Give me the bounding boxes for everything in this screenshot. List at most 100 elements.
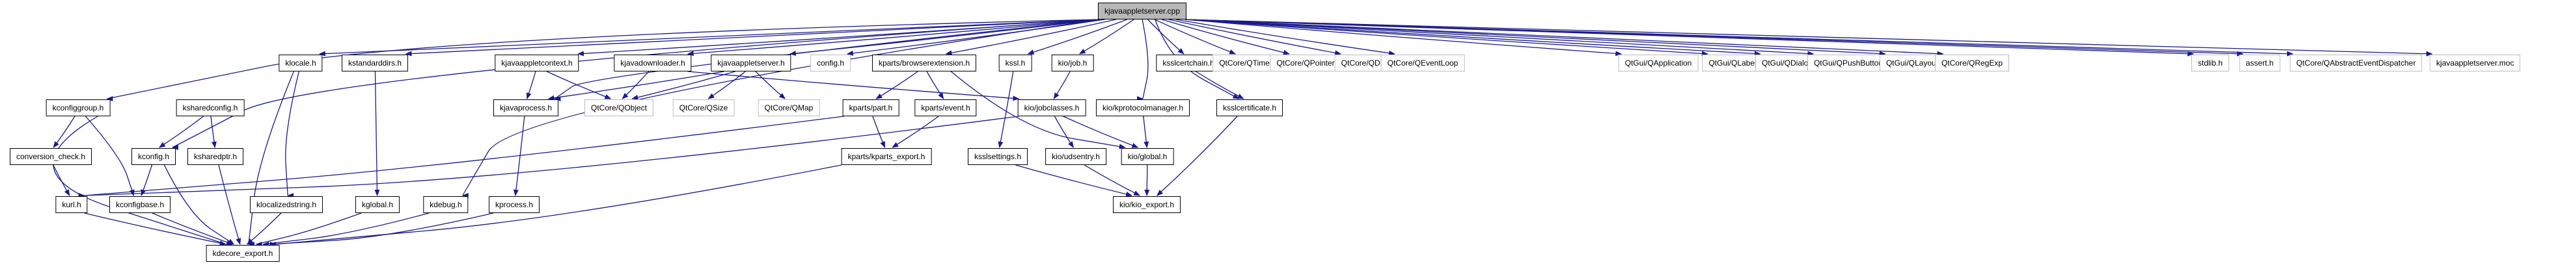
include-edge-kconfiggroup-to-kdecore_export (53, 116, 227, 246)
include-edge-ksharedptr-to-kdecore_export (218, 164, 241, 245)
graph-node-kdecore_export[interactable]: kdecore_export.h (206, 245, 280, 262)
graph-node-kglobal[interactable]: kglobal.h (355, 196, 400, 213)
include-edge-ksharedconfig-to-ksharedptr (210, 116, 217, 148)
include-edge-cpp-to-qlabel (1185, 19, 1708, 57)
include-edge-ksharedconfig-to-kconfig (158, 116, 204, 148)
graph-node-kioglobal[interactable]: kio/global.h (1121, 148, 1174, 165)
include-edge-jobclasses-to-kurl (83, 116, 1019, 198)
include-edge-kconfig-to-kdecore_export (163, 164, 235, 245)
include-edge-cpp-to-kdebug (462, 19, 1099, 196)
graph-node-cpp: kjavaappletserver.cpp (1097, 3, 1187, 19)
graph-node-kconfig[interactable]: kconfig.h (131, 148, 176, 165)
graph-node-kiojob[interactable]: kio/job.h (1051, 55, 1094, 71)
include-edge-kconfiggroup-to-conversion_check (53, 116, 75, 148)
include-edge-kjavaappletcontext-to-qobject (546, 71, 612, 99)
include-edge-cpp-to-kprotocolmanager (1141, 19, 1149, 99)
graph-node-ksslcertchain[interactable]: ksslcertchain.h (1156, 55, 1221, 71)
graph-node-kurl[interactable]: kurl.h (55, 196, 88, 213)
graph-node-kssl[interactable]: kssl.h (998, 55, 1032, 71)
graph-node-qpushbutton: QtGui/QPushButton (1807, 55, 1890, 71)
graph-node-moc: kjavaappletserver.moc (2430, 55, 2521, 71)
include-edge-kglobal-to-kdecore_export (255, 212, 362, 246)
graph-node-ksslsettings[interactable]: ksslsettings.h (967, 148, 1028, 165)
graph-node-assert: assert.h (2239, 55, 2281, 71)
graph-node-kconfigbase[interactable]: kconfigbase.h (109, 196, 171, 213)
graph-node-ksharedptr[interactable]: ksharedptr.h (187, 148, 244, 165)
include-edge-jobclasses-to-udsentry (1054, 116, 1074, 148)
include-edge-ksslcertchain-to-ksslcertificate (1195, 71, 1244, 99)
include-edge-kconfig-to-kconfigbase (141, 164, 153, 196)
graph-node-jobclasses[interactable]: kio/jobclasses.h (1017, 99, 1086, 116)
include-edge-cpp-to-kconfig (172, 19, 1099, 148)
graph-node-qtimer: QtCore/QTimer (1213, 55, 1279, 71)
graph-node-kparts_export[interactable]: kparts/kparts_export.h (841, 148, 932, 165)
include-edge-udsentry-to-kio_export (1084, 164, 1140, 196)
graph-node-kjavadownloader[interactable]: kjavadownloader.h (614, 55, 692, 71)
graph-node-klocalizedstring[interactable]: klocalizedstring.h (249, 196, 323, 213)
graph-node-kstandarddirs[interactable]: kstandarddirs.h (341, 55, 409, 71)
include-edge-kprotocolmanager-to-kioglobal (1143, 116, 1149, 148)
include-edge-kprocess-to-kdecore_export (269, 212, 494, 247)
graph-node-kdebug[interactable]: kdebug.h (423, 196, 469, 213)
graph-node-ksharedconfig[interactable]: ksharedconfig.h (176, 99, 245, 116)
include-edge-cpp-to-ksslcertchain (1147, 19, 1185, 55)
include-edge-klocalizedstring-to-kdecore_export (246, 212, 282, 245)
include-edge-kurl-to-kdecore_export (84, 212, 226, 246)
graph-node-kjavaappletcontext[interactable]: kjavaappletcontext.h (495, 55, 579, 71)
include-edge-cpp-to-qdir (1168, 19, 1342, 56)
graph-node-kpart[interactable]: kparts/part.h (842, 99, 899, 116)
include-edge-cpp-to-browserextension (945, 19, 1116, 56)
graph-node-qobject: QtCore/QObject (584, 99, 654, 116)
include-edge-kparts_export-to-kdecore_export (275, 164, 842, 247)
include-edge-browserextension-to-kpart (875, 71, 918, 99)
include-edge-kjavaappletserver_h-to-qmap (755, 71, 786, 99)
graph-node-qaed: QtCore/QAbstractEventDispatcher (2290, 55, 2422, 71)
include-edge-cpp-to-kiojob (1078, 19, 1134, 55)
include-edge-cpp-to-qtimer (1154, 19, 1237, 55)
include-edge-cpp-to-moc (1185, 19, 2433, 57)
graph-node-kjavaprocess[interactable]: kjavaprocess.h (493, 99, 559, 116)
graph-node-qeventloop: QtCore/QEventLoop (1380, 55, 1465, 71)
include-edge-kjavaappletserver_h-to-qobject (631, 71, 735, 100)
graph-node-kprotocolmanager[interactable]: kio/kprotocolmanager.h (1095, 99, 1190, 116)
include-edge-kjavaappletcontext-to-kjavaprocess (526, 71, 536, 99)
include-edge-kssl-to-ksslsettings (998, 71, 1014, 148)
include-edge-cpp-to-config (846, 19, 1105, 56)
include-edge-kpart-to-kparts_export (872, 116, 886, 148)
graph-node-qpointer: QtCore/QPointer (1270, 55, 1341, 71)
include-edge-kconfiggroup-to-kconfigbase (85, 116, 135, 196)
graph-node-kconfiggroup[interactable]: kconfiggroup.h (46, 99, 111, 116)
graph-node-kio_export[interactable]: kio/kio_export.h (1112, 196, 1181, 213)
graph-node-config: config.h (810, 55, 851, 71)
include-edge-kpart-to-kurl (83, 116, 844, 198)
graph-node-stdlib: stdlib.h (2191, 55, 2230, 71)
graph-node-ksslcertificate[interactable]: ksslcertificate.h (1216, 99, 1283, 116)
include-edge-kjavadownloader-to-qobject (622, 71, 650, 99)
graph-node-browserextension[interactable]: kparts/browserextension.h (871, 55, 977, 71)
graph-node-conversion_check[interactable]: conversion_check.h (9, 148, 92, 165)
include-edge-klocale-to-klocalizedstring (284, 71, 299, 196)
graph-node-udsentry[interactable]: kio/udsentry.h (1045, 148, 1106, 165)
include-edge-ksslcertificate-to-kio_export (1157, 116, 1238, 196)
include-edge-cpp-to-kssl (1027, 19, 1127, 55)
graph-node-kevent[interactable]: kparts/event.h (914, 99, 977, 116)
graph-node-qlabel: QtGui/QLabel (1702, 55, 1763, 71)
graph-node-qregexp: QtCore/QRegExp (1934, 55, 2010, 71)
include-edge-kiojob-to-jobclasses (1053, 71, 1071, 99)
graph-node-klocale[interactable]: klocale.h (279, 55, 323, 71)
include-edge-browserextension-to-kioglobal (950, 71, 1126, 149)
include-edge-browserextension-to-kevent (926, 71, 944, 99)
include-edge-cpp-to-qdialog (1185, 19, 1761, 57)
include-edge-cpp-to-qaed (1185, 19, 2294, 57)
include-edge-cpp-to-kjavadownloader (687, 19, 1099, 57)
graph-node-kjavaappletserver_h[interactable]: kjavaappletserver.h (711, 55, 791, 71)
include-edge-kstandarddirs-to-kglobal (374, 71, 380, 196)
include-edge-kjavaappletserver_h-to-qsize (707, 71, 746, 99)
include-edge-cpp-to-qeventloop (1175, 19, 1395, 56)
graph-node-qsize: QtCore/QSize (672, 99, 735, 116)
include-edge-cpp-to-qapplication (1185, 19, 1623, 57)
include-edge-cpp-to-qpointer (1161, 19, 1290, 55)
graph-node-qlayout: QtGui/QLayout (1879, 55, 1945, 71)
graph-node-kprocess[interactable]: kprocess.h (488, 196, 540, 213)
